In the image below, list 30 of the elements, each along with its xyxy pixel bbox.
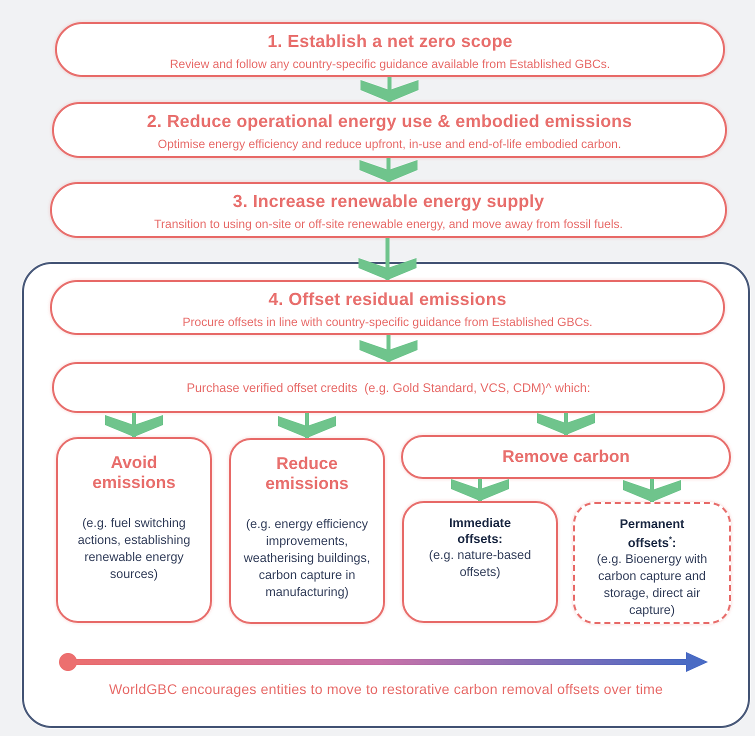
step-description: Procure offsets in line with country-specific guidance from Established GBCs. (182, 315, 592, 330)
category-examples: (e.g. energy efficiency improvements, weatherising buildings, carbon capture in manufacturing) (242, 516, 372, 601)
step-box (55, 22, 725, 77)
category-pill (401, 435, 731, 479)
offset-card (573, 502, 731, 624)
step-description: Review and follow any country-specific guidance available from Established GBCs. (170, 57, 610, 72)
step-title: 2. Reduce operational energy use & embodied emissions (146, 110, 632, 132)
offset-title: Permanent offsets$^{*}$: (618, 516, 686, 552)
step-title: 3. Increase renewable energy supply (232, 190, 544, 212)
category-examples: (e.g. fuel switching actions, establishing renewable energy sources) (76, 515, 192, 583)
step-description: Transition to using on-site or off-site renewable energy, and move away from fossil fuels. (154, 217, 623, 232)
step-description: Optimise energy efficiency and reduce upfront, in-use and end-of-life embodied carbon. (158, 137, 622, 152)
category-title: Avoid emissions (91, 453, 177, 493)
offset-examples: (e.g. Bioenergy with carbon capture and storage, direct air capture) (596, 551, 708, 620)
category-title: Remove carbon (502, 447, 630, 467)
credit-box (52, 362, 725, 413)
step-title: 1. Establish a net zero scope (267, 30, 513, 52)
category-card (229, 438, 385, 624)
step-box (50, 280, 725, 335)
caption-text: WorldGBC encourages entities to move to restorative carbon removal offsets over time (108, 681, 664, 697)
category-title: Reduce emissions (264, 454, 350, 494)
step-box (52, 102, 727, 158)
credit-text: Purchase verified offset credits (e.g. Gold Standard, VCS, CDM)^ which: (186, 380, 590, 394)
offset-card (402, 501, 558, 623)
offset-panel (22, 262, 750, 728)
step-box (50, 182, 727, 238)
category-card (56, 437, 212, 623)
step-title: 4. Offset residual emissions (268, 288, 507, 310)
offset-title: Immediate offsets: (448, 515, 512, 547)
offset-examples: (e.g. nature-based offsets) (428, 547, 532, 581)
